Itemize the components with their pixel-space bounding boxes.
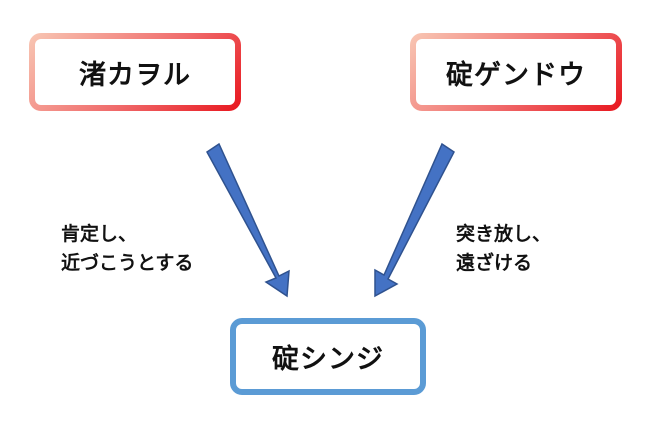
node-gendo-label: 碇ゲンドウ: [446, 59, 586, 91]
arrow-gendo-to-shinji: [374, 142, 455, 298]
edge-label-line: 遠ざける: [456, 252, 533, 274]
edge-label-line: 近づこうとする: [61, 252, 194, 274]
edge-label-gendo-to-shinji: 突き放し、 遠ざける: [456, 220, 551, 278]
node-kaworu: 渚カヲル: [29, 33, 241, 111]
edge-label-line: 肯定し、: [61, 223, 138, 245]
node-shinji-label: 碇シンジ: [272, 344, 384, 375]
edge-label-line: 突き放し、: [456, 223, 552, 245]
node-shinji: 碇シンジ: [230, 318, 426, 395]
arrow-kaworu-to-shinji: [206, 142, 290, 298]
edge-label-kaworu-to-shinji: 肯定し、 近づこうとする: [61, 220, 193, 278]
node-gendo: 碇ゲンドウ: [410, 33, 622, 111]
node-kaworu-label: 渚カヲル: [79, 59, 191, 91]
